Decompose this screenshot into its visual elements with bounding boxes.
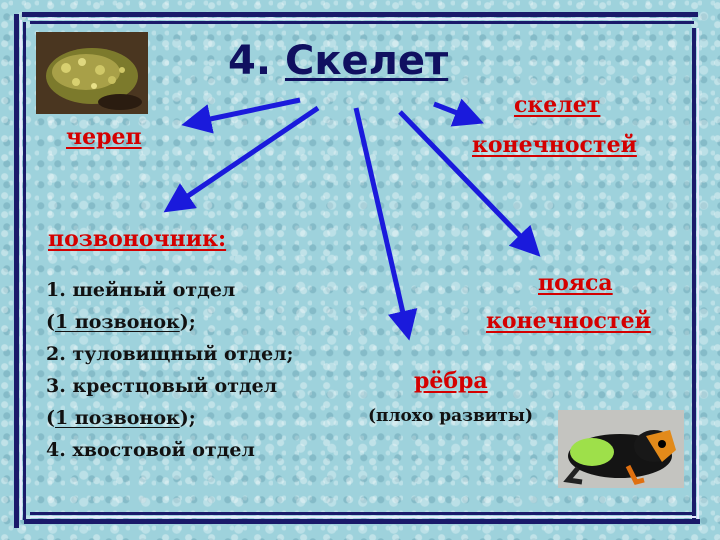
label-limb-skeleton-line1: скелет — [514, 92, 601, 118]
label-spine: позвоночник: — [48, 226, 227, 252]
frame-bottom-line-2 — [24, 519, 700, 524]
frame-left-line-light — [20, 20, 22, 520]
label-limb-skeleton-line2: конечностей — [472, 132, 637, 158]
arrow-spine — [163, 105, 320, 213]
title-number: 4. — [228, 38, 272, 84]
list-item: 1. шейный отдел — [46, 279, 236, 301]
frame-top-line-2 — [30, 21, 694, 24]
paren-open: ( — [46, 311, 55, 333]
arrow-limb-skeleton — [433, 98, 484, 127]
label-ribs-note: (плохо развиты) — [368, 406, 533, 426]
arrow-ribs — [353, 107, 418, 341]
frame-top-line-light — [28, 18, 692, 20]
frame-right-line-light — [697, 28, 699, 522]
label-girdles-line1: пояса — [538, 270, 613, 296]
vertebra-count: 1 позвонок — [55, 311, 180, 333]
toad-image — [36, 32, 148, 114]
page-title: 4. Скелет — [228, 38, 448, 84]
frog-image — [558, 410, 684, 488]
frame-right-line — [692, 28, 696, 522]
paren-close: ); — [179, 311, 196, 333]
frame-bottom-line-light — [30, 516, 696, 518]
frame-left-line — [14, 14, 19, 528]
toad-photo — [36, 32, 148, 114]
list-item: (1 позвонок); — [46, 306, 294, 338]
vertebra-count: 1 позвонок — [55, 407, 180, 429]
spine-sections-list: 1. шейный отдел (1 позвонок); 2. туловищ… — [46, 274, 294, 466]
list-item: 3. крестцовый отдел — [46, 375, 278, 397]
frog-photo — [558, 410, 684, 488]
frame-top-line — [22, 12, 698, 17]
paren-close: ); — [179, 407, 196, 429]
arrow-skull — [181, 97, 301, 134]
label-ribs: рёбра — [414, 368, 488, 394]
title-word: Скелет — [284, 38, 449, 84]
list-item: (1 позвонок); — [46, 402, 294, 434]
label-skull: череп — [66, 124, 142, 150]
label-girdles-line2: конечностей — [486, 308, 651, 334]
list-item: 4. хвостовой отдел — [46, 439, 255, 461]
list-item: 2. туловищный отдел; — [46, 343, 294, 365]
paren-open: ( — [46, 407, 55, 429]
frame-bottom-line — [30, 512, 696, 515]
frame-left-line-2 — [23, 22, 26, 520]
